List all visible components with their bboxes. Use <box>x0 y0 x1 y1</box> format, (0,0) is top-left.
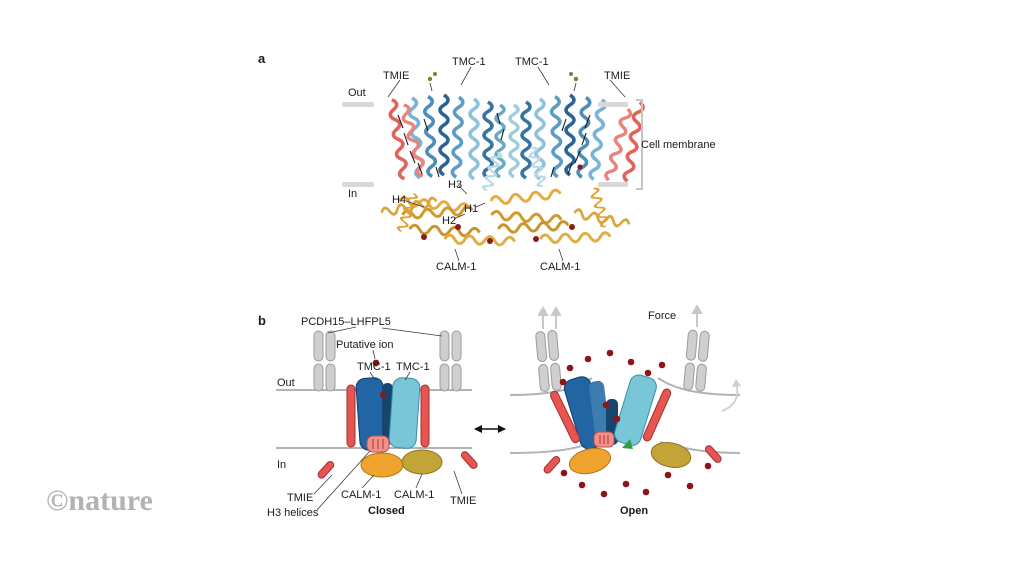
tmie-label-left-a: TMIE <box>383 70 410 82</box>
panel-b-letter: b <box>258 313 266 328</box>
out-label-a: Out <box>348 87 366 99</box>
cell-membrane-label: Cell membrane <box>641 139 716 151</box>
gating-element-green <box>622 439 633 449</box>
ion-dots-open <box>559 349 712 498</box>
tmc1-label-left-a: TMC-1 <box>452 56 486 68</box>
tmc1-label-left-b: TMC-1 <box>357 361 391 373</box>
membrane-motion-arrow <box>721 379 741 412</box>
h4-label: H4 <box>392 194 407 206</box>
calm1-lobes-closed <box>360 449 443 478</box>
putative-ion-label: Putative ion <box>336 339 394 351</box>
force-arrows <box>537 305 703 329</box>
tmc1-dimer-open <box>563 374 657 450</box>
tmc1-helix-bundle <box>406 93 608 194</box>
panel-a-letter: a <box>258 51 266 66</box>
open-state-schematic <box>509 305 741 498</box>
tmie-pills-open <box>543 388 722 474</box>
calm1-lobes-open <box>568 442 692 475</box>
tmie-label-right-a: TMIE <box>604 70 631 82</box>
calm1-label-left-a: CALM-1 <box>436 261 477 273</box>
h1-label: H1 <box>464 203 479 215</box>
panel-b-schematic-drawing <box>276 305 741 511</box>
closed-state-schematic <box>276 326 478 511</box>
leader-lines-closed <box>313 326 463 511</box>
h3-helices-barrel-open <box>593 431 615 448</box>
membrane-indicator-bars <box>342 99 643 190</box>
h2-label: H2 <box>442 215 457 227</box>
tmc1-label-right-b: TMC-1 <box>396 361 430 373</box>
calm1-label-right-b: CALM-1 <box>394 489 435 501</box>
tmc1-dimer-closed <box>355 377 421 451</box>
h3-label: H3 <box>448 179 463 191</box>
ion-dots-closed <box>372 359 386 398</box>
ion-dots-panel-a <box>421 164 583 244</box>
tmie-pills-closed <box>317 384 478 479</box>
leader-lines-panel-a <box>387 66 626 262</box>
open-state-label: Open <box>620 505 649 517</box>
calm1-label-left-b: CALM-1 <box>341 489 382 501</box>
force-label: Force <box>648 310 677 322</box>
out-label-b: Out <box>277 377 295 389</box>
h3-helices-label: H3 helices <box>267 507 319 519</box>
tmc1-label-right-a: TMC-1 <box>515 56 549 68</box>
lipid-sticks <box>397 112 591 178</box>
h3-helices-barrel-closed <box>366 435 390 453</box>
panel-a-structure-drawing <box>342 66 646 262</box>
calm1-ribbon-bundle <box>379 185 632 247</box>
pcdh15-lhfpl5-pills-open <box>535 329 710 392</box>
closed-state-label: Closed <box>368 505 405 517</box>
pcdh15-lhfpl5-label: PCDH15–LHFPL5 <box>301 316 391 328</box>
in-label-b: In <box>277 459 287 471</box>
top-residues <box>427 72 579 92</box>
tmie-label-right-b: TMIE <box>450 495 477 507</box>
nature-watermark: ©nature <box>46 484 153 517</box>
in-label-a: In <box>348 188 358 200</box>
tmie-label-left-b: TMIE <box>287 492 314 504</box>
equilibrium-arrow <box>474 425 506 433</box>
calm1-label-right-a: CALM-1 <box>540 261 581 273</box>
pcdh15-lhfpl5-pills-closed <box>313 330 462 392</box>
